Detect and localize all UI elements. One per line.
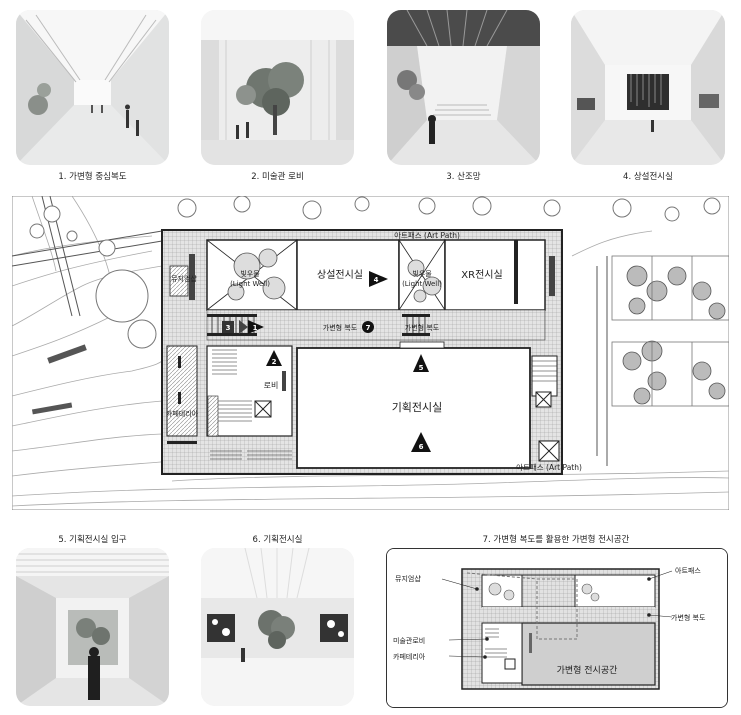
mini-museum-shop-label: 뮤지엄샵 bbox=[395, 574, 421, 583]
special-gallery-label: 기획전시실 bbox=[392, 401, 443, 414]
photo-permanent-gallery bbox=[571, 10, 725, 165]
photo-caption-1: 1. 가변형 중심복도 bbox=[58, 172, 127, 182]
xr-gallery-label: XR전시실 bbox=[461, 269, 502, 281]
art-path-bottom-label: 아트패스 (Art Path) bbox=[516, 462, 582, 472]
marker-6-arrow bbox=[411, 432, 431, 452]
mini-flexible-corridor-label: 가변형 복도 bbox=[671, 613, 706, 622]
photo-museum-lobby bbox=[201, 10, 354, 165]
photo-caption-2: 2. 미술관 로비 bbox=[251, 172, 304, 182]
mini-cafeteria-label: 카페테리아 bbox=[393, 652, 426, 661]
photo-mountain-view bbox=[387, 10, 540, 165]
mini-art-path-label: 아트패스 bbox=[675, 566, 701, 575]
mini-museum-lobby-label: 미술관로비 bbox=[393, 636, 425, 645]
marker-2-number: 2 bbox=[272, 358, 277, 366]
photo-caption-3: 3. 산조망 bbox=[446, 172, 481, 182]
marker-7-circle bbox=[362, 321, 374, 333]
marker-4-number: 4 bbox=[374, 276, 379, 284]
marker-3-label: 3 bbox=[226, 324, 231, 332]
photo-flexible-central-corridor bbox=[16, 10, 169, 165]
marker-4-arrow bbox=[369, 271, 388, 287]
permanent-gallery-label: 상설전시실 bbox=[317, 269, 363, 281]
cafeteria-label: 카페테리아 bbox=[166, 409, 199, 418]
light-well-2-label: 빛우물 bbox=[412, 269, 432, 278]
art-path-top-label: 아트패스 (Art Path) bbox=[394, 230, 460, 240]
mini-plan: 뮤지엄샵 아트패스 가변형 복도 미술관로비 카페테리아 가변형 전시공간 bbox=[386, 548, 728, 708]
marker-5-number: 5 bbox=[419, 364, 424, 372]
photo-caption-6: 6. 기획전시실 bbox=[252, 535, 303, 545]
mini-flexible-space-label: 가변형 전시공간 bbox=[557, 665, 618, 676]
corridor-label: 가변형 복도 bbox=[323, 323, 358, 332]
light-well-2-en-label: (Light Well) bbox=[402, 280, 442, 288]
marker-5-arrow bbox=[413, 354, 429, 372]
lobby-label: 로비 bbox=[264, 381, 279, 390]
floor-plan: 1 3 2 4 5 6 7 3 아트패스 (Art Path) 아트패스 (Ar… bbox=[12, 196, 729, 510]
marker-7-number: 7 bbox=[366, 324, 371, 332]
photo-caption-5: 5. 기획전시실 입구 bbox=[58, 535, 127, 545]
marker-1-arrow bbox=[248, 320, 264, 334]
light-well-1-label: 빛우물 bbox=[240, 269, 260, 278]
corridor-2-label: 가변형 복도 bbox=[405, 323, 440, 332]
photo-caption-4: 4. 상설전시실 bbox=[623, 172, 673, 182]
photo-special-gallery bbox=[201, 548, 354, 706]
mini-plan-title: 7. 가변형 복도를 활용한 가변형 전시공간 bbox=[482, 535, 630, 545]
museum-shop-label: 뮤지엄샵 bbox=[171, 274, 197, 283]
marker-2-arrow bbox=[266, 350, 282, 366]
photo-special-gallery-entrance bbox=[16, 548, 169, 706]
marker-1-number: 1 bbox=[253, 324, 258, 332]
marker-6-number: 6 bbox=[419, 443, 424, 451]
light-well-1-en-label: (Light Well) bbox=[230, 280, 270, 288]
